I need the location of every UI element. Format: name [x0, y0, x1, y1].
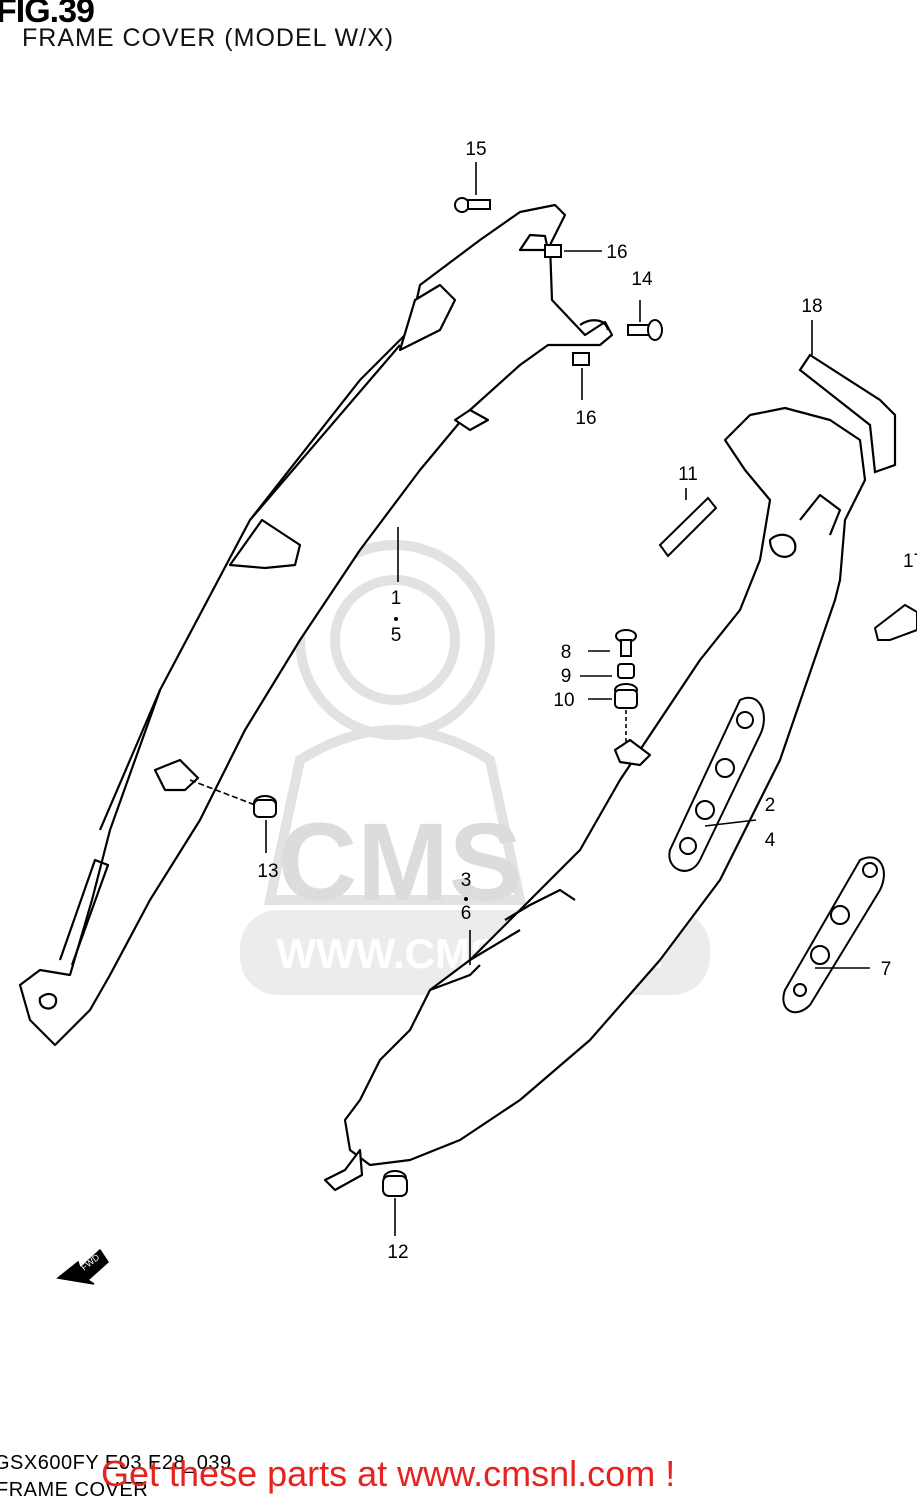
- section-name: FRAME COVER: [0, 1479, 149, 1501]
- callout-10: 10: [553, 690, 574, 711]
- nut-16-lower: [572, 352, 590, 366]
- callout-13: 13: [257, 861, 278, 882]
- bolt-15: [454, 197, 491, 213]
- forward-arrow-icon: FWD: [56, 1248, 109, 1285]
- callout-11: 11: [678, 464, 698, 485]
- bolt-14: [627, 319, 663, 341]
- callout-18: 18: [801, 296, 822, 317]
- grommet-13: [253, 795, 277, 818]
- left-frame-cover: [18, 203, 614, 1047]
- callout-16-upper: 16: [606, 242, 627, 263]
- callout-dot-1-5: [394, 617, 398, 621]
- callout-8: 8: [561, 642, 572, 663]
- callout-2: 2: [765, 795, 776, 816]
- callout-14: 14: [631, 269, 653, 290]
- callout-7: 7: [881, 959, 892, 980]
- callout-15: 15: [465, 139, 486, 160]
- model-code: GSX600FY E03 E28_039: [0, 1452, 232, 1474]
- figure-number: FIG.39: [0, 0, 95, 30]
- callout-17: 17: [903, 551, 917, 572]
- emblem-plate: [782, 856, 885, 1014]
- right-frame-cover: [323, 406, 867, 1192]
- callout-16-lower: 16: [575, 408, 596, 429]
- screw-8: [615, 629, 637, 657]
- collar-9: [617, 663, 635, 679]
- grommet-12: [382, 1170, 408, 1197]
- trim-strip-11: [658, 496, 718, 558]
- callout-3: 3: [461, 870, 472, 891]
- promo-link-text[interactable]: Get these parts at www.cmsnl.com !: [101, 1453, 676, 1494]
- callout-1: 1: [391, 588, 402, 609]
- leader-lines: [189, 162, 870, 1236]
- callout-dot-3-6: [464, 897, 468, 901]
- trim-strip-18: [798, 353, 897, 474]
- grommet-10: [614, 683, 638, 709]
- callout-4: 4: [765, 830, 776, 851]
- nut-16-upper: [544, 244, 562, 258]
- callout-6: 6: [461, 903, 472, 924]
- fasteners: [253, 197, 663, 1197]
- callout-5: 5: [391, 625, 402, 646]
- figure-subtitle: FRAME COVER (MODEL W/X): [22, 24, 395, 52]
- trim-piece-17: [873, 603, 917, 641]
- watermark-brand: CMS: [278, 801, 522, 924]
- cover-emblem: [668, 696, 765, 872]
- callout-9: 9: [561, 666, 572, 687]
- callout-12: 12: [387, 1242, 408, 1263]
